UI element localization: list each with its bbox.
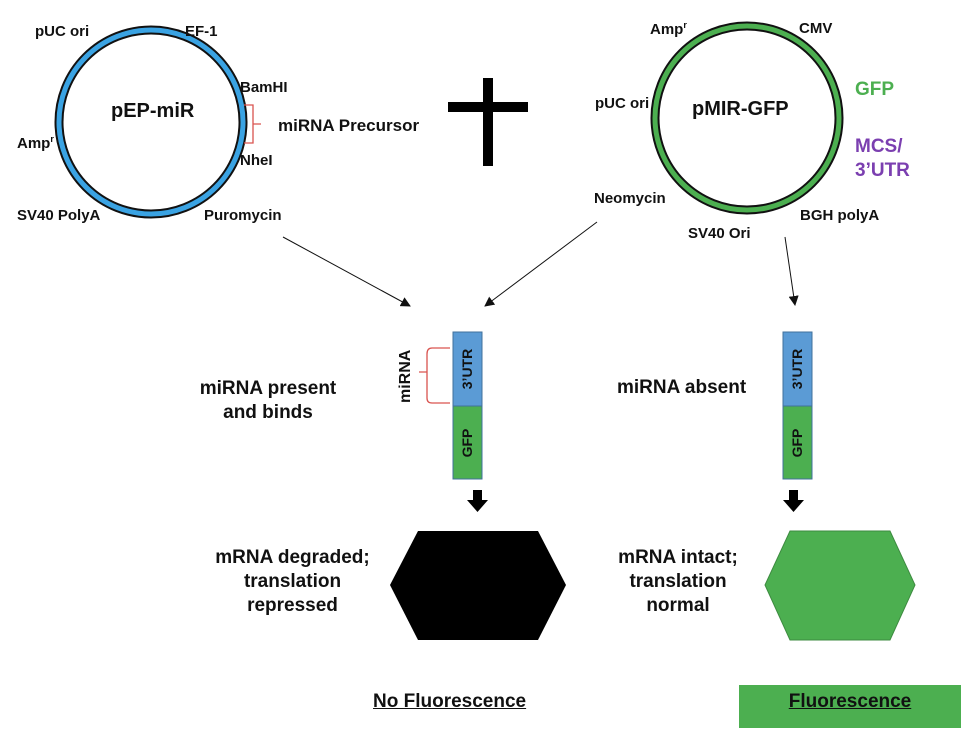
fluorescence-box xyxy=(739,685,961,728)
label-bamhi: BamHI xyxy=(240,79,288,96)
protein-right-hexagon xyxy=(764,530,916,641)
label-puc-ori-right: pUC ori xyxy=(595,95,650,112)
plus-sign xyxy=(448,78,528,166)
plasmid-left-ring xyxy=(54,25,248,219)
condition-left: miRNA present and binds xyxy=(199,378,337,423)
label-3utr: 3’UTR xyxy=(855,160,910,181)
outcome-right: mRNA intact; translation normal xyxy=(618,547,738,616)
condition-right: miRNA absent xyxy=(617,377,747,398)
mrna-right xyxy=(782,331,813,480)
label-mirna-precursor: miRNA Precursor xyxy=(278,116,420,135)
down-arrow-right-icon xyxy=(783,490,804,512)
label-amp-right: Ampr xyxy=(650,20,687,38)
label-cmv: CMV xyxy=(799,20,833,37)
mrna-right-utr-label: 3’UTR xyxy=(789,348,805,390)
label-amp-left: Ampr xyxy=(17,134,54,152)
mrna-left xyxy=(452,331,483,480)
label-puromycin: Puromycin xyxy=(204,207,282,224)
result-left: No Fluorescence xyxy=(373,691,527,712)
plasmid-right-ring xyxy=(650,21,844,215)
mirna-label: miRNA xyxy=(397,349,414,403)
label-sv40-ori: SV40 Ori xyxy=(688,225,751,242)
label-neomycin: Neomycin xyxy=(594,190,666,207)
label-sv40-polya: SV40 PolyA xyxy=(17,207,101,224)
result-right: Fluorescence xyxy=(788,691,912,712)
plasmid-left-name: pEP-miR xyxy=(111,100,195,122)
arrow-left-to-mrna xyxy=(282,236,411,307)
down-arrow-left-icon xyxy=(467,490,488,512)
protein-left-hexagon xyxy=(390,531,566,640)
arrow-right-to-mrna-left xyxy=(484,221,598,307)
label-bgh-polya: BGH polyA xyxy=(800,207,880,224)
mrna-right-gfp-label: GFP xyxy=(789,428,805,458)
outcome-left: mRNA degraded; translation repressed xyxy=(215,547,370,616)
arrow-right-to-mrna-right xyxy=(784,236,799,306)
label-gfp: GFP xyxy=(855,79,895,100)
mirna-bracket xyxy=(419,347,450,404)
mrna-left-utr-label: 3’UTR xyxy=(459,348,475,390)
label-ef1: EF-1 xyxy=(185,23,218,40)
label-puc-ori: pUC ori xyxy=(35,23,90,40)
label-nhei: NheI xyxy=(240,152,273,169)
plasmid-right-name: pMIR-GFP xyxy=(692,98,789,120)
mrna-left-gfp-label: GFP xyxy=(459,428,475,458)
label-mcs: MCS/ xyxy=(855,136,903,157)
insert-bracket xyxy=(244,104,261,144)
